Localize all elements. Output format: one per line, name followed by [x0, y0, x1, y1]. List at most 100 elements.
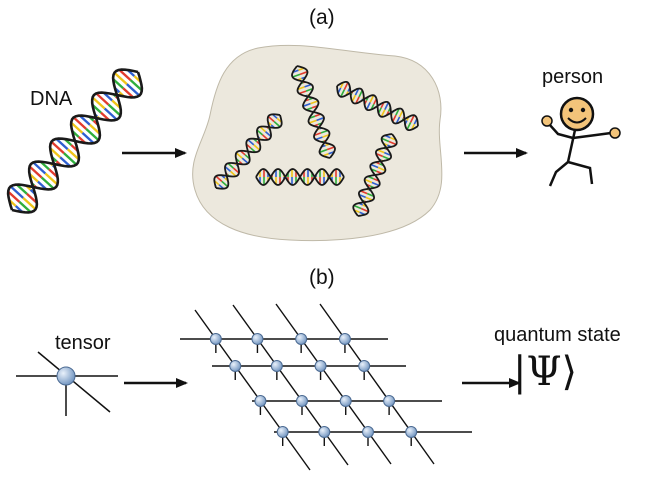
base-pair	[313, 132, 322, 137]
base-pair	[384, 102, 390, 110]
base-pair	[79, 114, 91, 126]
tensor-label: tensor	[55, 332, 111, 354]
base-pair	[16, 183, 28, 195]
tensor-node	[318, 426, 331, 438]
network-bond-diagonal	[232, 304, 349, 466]
base-pair	[253, 144, 261, 151]
base-pair	[91, 96, 106, 110]
network-bond-diagonal	[275, 303, 392, 465]
tensor-node	[276, 426, 289, 438]
dna-double-helix-icon	[6, 68, 144, 214]
base-pair	[70, 121, 84, 134]
base-pair	[107, 103, 122, 117]
base-pair	[388, 140, 397, 146]
base-pair	[44, 172, 59, 186]
helix-strand	[352, 133, 398, 217]
tensor-node	[405, 426, 418, 438]
base-pair	[232, 167, 240, 174]
tensor-node	[209, 333, 222, 345]
base-pair	[353, 204, 362, 210]
helix-strand	[255, 168, 345, 186]
base-pair	[382, 155, 390, 160]
base-pair	[395, 116, 401, 124]
base-pair	[273, 121, 281, 128]
base-pair	[113, 71, 128, 86]
base-pair	[365, 102, 371, 110]
base-pair	[49, 147, 61, 159]
base-pair	[224, 166, 232, 173]
tensor-node	[270, 360, 283, 372]
tensor-node	[383, 395, 396, 407]
tensor-node	[296, 395, 308, 407]
tensor-node	[338, 333, 351, 345]
base-pair	[340, 89, 346, 98]
base-pair	[319, 148, 328, 154]
base-pair	[398, 110, 404, 118]
tensor-node	[358, 360, 371, 372]
base-pair	[326, 146, 335, 151]
tensor-node	[339, 395, 352, 407]
dna-pool-blob	[192, 44, 443, 242]
person-label: person	[542, 66, 604, 88]
base-pair	[305, 87, 314, 92]
base-pair	[369, 94, 375, 103]
network-bond-diagonal	[319, 303, 435, 465]
base-pair	[72, 116, 87, 130]
base-pair	[377, 166, 386, 172]
base-pair	[256, 129, 264, 136]
base-pair	[40, 176, 55, 190]
tensor-node	[254, 395, 267, 407]
base-pair	[308, 119, 317, 124]
base-pair	[322, 133, 330, 138]
base-pair	[59, 156, 71, 168]
helix-strand	[6, 71, 144, 211]
base-pair	[63, 152, 78, 166]
dna-label: DNA	[30, 88, 73, 110]
base-pair	[9, 185, 24, 199]
base-pair	[81, 132, 95, 145]
base-pair	[355, 96, 360, 104]
network-bond-diagonal	[194, 309, 311, 471]
panel-b-label: (b)	[309, 266, 335, 289]
base-pair	[299, 70, 308, 76]
base-pair	[221, 180, 229, 188]
base-pair	[7, 190, 21, 203]
base-pair	[316, 116, 325, 122]
tensor-network-grid	[180, 303, 472, 471]
tensor-node	[295, 333, 308, 345]
base-pair	[32, 161, 47, 175]
base-pair	[302, 102, 311, 108]
base-pair	[310, 100, 319, 105]
base-pair	[118, 68, 132, 81]
base-pair	[381, 137, 390, 143]
base-pair	[126, 83, 141, 97]
base-pair	[103, 107, 118, 121]
base-pair	[112, 78, 124, 90]
base-pair	[267, 115, 275, 123]
base-pair	[351, 94, 357, 102]
base-pair	[50, 140, 65, 155]
tensor-node-icon	[16, 351, 118, 416]
base-pair	[358, 90, 364, 98]
base-pair	[259, 126, 266, 133]
tensor-node	[251, 333, 264, 345]
base-pair	[364, 178, 373, 184]
base-pair	[227, 162, 234, 169]
base-pair	[262, 134, 269, 141]
dna-fragments	[213, 65, 419, 217]
panel-a-label: (a)	[309, 6, 335, 29]
base-pair	[28, 165, 43, 179]
base-pair	[26, 192, 38, 204]
base-pair	[391, 114, 397, 122]
base-pair	[129, 79, 143, 92]
base-pair	[395, 108, 400, 116]
helix-strand	[296, 65, 331, 159]
tensor-node	[362, 426, 374, 438]
base-pair	[406, 122, 412, 130]
base-pair	[122, 87, 134, 99]
base-pair	[371, 181, 380, 187]
base-pair	[320, 129, 329, 134]
base-pair	[360, 207, 369, 213]
